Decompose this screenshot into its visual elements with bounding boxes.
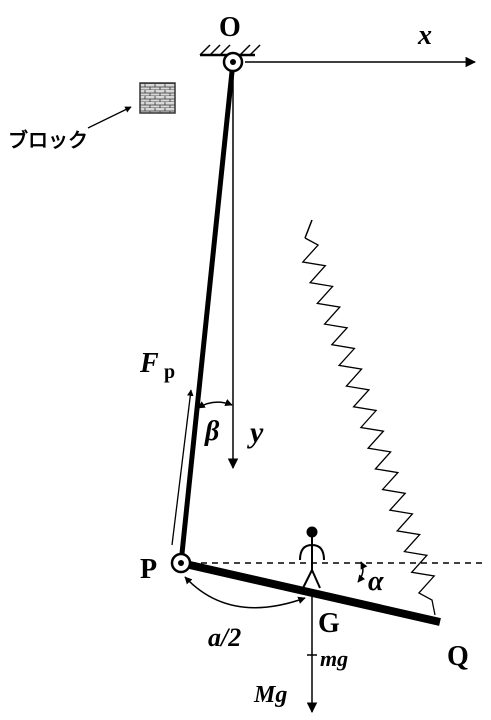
force-label-sub: p: [164, 361, 175, 383]
block-pointer: [87, 106, 132, 129]
end-label: Q: [447, 641, 469, 672]
force-label-main: F: [139, 348, 159, 379]
half-length-label: a/2: [208, 623, 241, 652]
center-label: G: [318, 608, 340, 639]
weight-board-label: Mg: [253, 682, 287, 708]
angle-alpha-arc: [357, 561, 368, 583]
force-arrow: [171, 389, 194, 546]
pendulum-rod: [178, 61, 236, 564]
weight-person-label: mg: [320, 646, 348, 671]
pivot-label: P: [140, 554, 157, 585]
angle-beta-label: β: [204, 416, 220, 447]
origin-label: O: [219, 12, 241, 43]
x-axis-label: x: [417, 20, 432, 51]
pivot-top-icon: [222, 51, 244, 73]
spring-icon: [301, 219, 436, 616]
angle-beta-arc: [197, 399, 233, 409]
force-label: F: [139, 348, 159, 379]
half-length-arc: [184, 576, 306, 609]
board: [180, 559, 441, 626]
block-label: ブロック: [8, 128, 88, 152]
stick-figure-icon: [299, 526, 325, 589]
y-axis-label: y: [247, 416, 264, 449]
brick-block-icon: [139, 82, 176, 114]
pivot-bottom-icon: [170, 552, 192, 574]
angle-alpha-label: α: [368, 566, 384, 597]
